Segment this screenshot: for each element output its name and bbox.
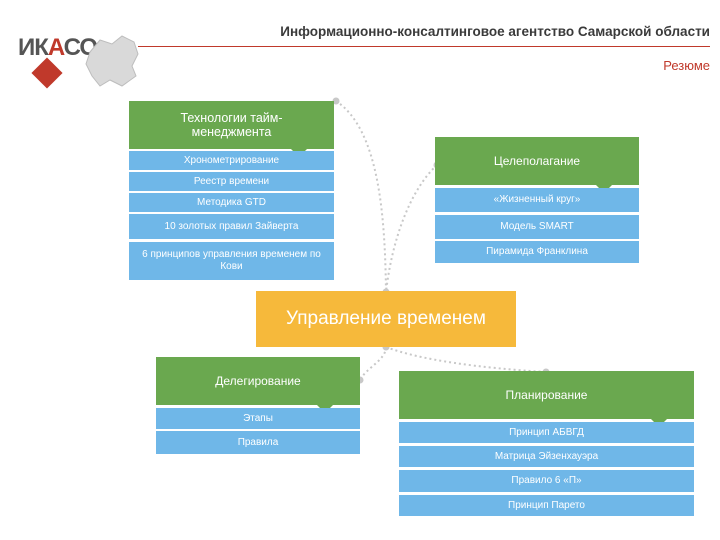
connector-goals [385,164,438,293]
logo-text-ik: ИК [18,34,49,61]
list-item-six-p-rule: Правило 6 «П» [399,470,694,492]
list-item-chronometry: Хронометрирование [129,151,334,170]
list-item-franklin-pyramid: Пирамида Франклина [435,241,639,263]
list-item-seiwert-rules: 10 золотых правил Зайверта [129,214,334,239]
list-item-time-registry: Реестр времени [129,172,334,191]
list-item-smart-model: Модель SMART [435,215,639,239]
list-item-rules: Правила [156,431,360,454]
page-header-title: Информационно-консалтинговое агентство С… [280,24,710,39]
region-map-icon [85,35,139,87]
list-item-life-wheel: «Жизненный круг» [435,188,639,212]
group-title-planning: Планирование [399,371,694,427]
connector-dot [332,97,340,105]
list-item-stages: Этапы [156,408,360,429]
group-title-time-tech: Технологии тайм-менеджмента [129,101,334,157]
list-item-abvgd: Принцип АБВГД [399,422,694,443]
connector-tech [335,100,387,293]
group-title-delegation: Делегирование [156,357,360,413]
central-topic: Управление временем [256,291,516,347]
logo: ИКАСО [16,32,142,92]
list-item-gtd: Методика GTD [129,193,334,212]
list-item-pareto: Принцип Парето [399,495,694,516]
header-divider [138,46,710,47]
connector-planning [385,346,547,373]
section-label: Резюме [663,58,710,73]
group-title-goal-setting: Целеполагание [435,137,639,193]
logo-text-a: А [47,34,65,61]
list-item-eisenhower-matrix: Матрица Эйзенхауэра [399,446,694,467]
connector-delegation [359,346,387,381]
list-item-covey-principles: 6 принципов управления временем по Кови [129,242,334,280]
